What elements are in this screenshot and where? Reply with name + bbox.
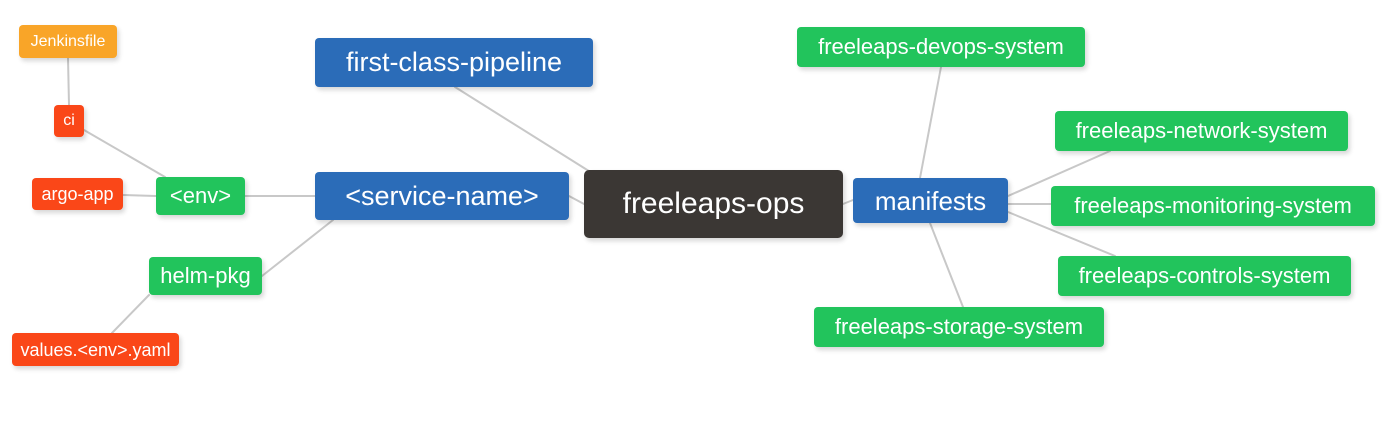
node-label: freeleaps-monitoring-system	[1074, 193, 1352, 218]
edge-manifests-to-freeleaps-storage-system	[929, 222, 964, 308]
node-label: Jenkinsfile	[30, 32, 106, 50]
edge-service-name-to-first-class-pipeline	[454, 86, 601, 179]
node-values-yaml[interactable]: values.<env>.yaml	[12, 333, 179, 366]
node-env[interactable]: <env>	[156, 177, 245, 215]
node-label: argo-app	[41, 184, 114, 204]
edge-manifests-to-freeleaps-devops-system	[919, 66, 942, 179]
edge-root-to-service-name	[568, 195, 585, 205]
edge-root-to-manifests	[842, 199, 854, 205]
node-label: helm-pkg	[160, 263, 251, 288]
node-jenkinsfile[interactable]: Jenkinsfile	[19, 25, 117, 58]
node-first-class-pipeline[interactable]: first-class-pipeline	[315, 38, 593, 87]
node-label: manifests	[874, 185, 987, 216]
edge-service-name-to-helm-pkg	[261, 219, 334, 277]
node-label: freeleaps-ops	[622, 187, 805, 220]
node-label: <env>	[169, 183, 232, 208]
edge-env-to-ci	[83, 129, 166, 178]
node-freeleaps-storage-system[interactable]: freeleaps-storage-system	[814, 307, 1104, 347]
node-helm-pkg[interactable]: helm-pkg	[149, 257, 262, 295]
edge-env-to-argo-app	[122, 194, 157, 197]
node-label: values.<env>.yaml	[20, 339, 171, 360]
node-label: <service-name>	[345, 180, 539, 211]
node-freeleaps-monitoring-system[interactable]: freeleaps-monitoring-system	[1051, 186, 1375, 226]
node-label: freeleaps-network-system	[1075, 118, 1328, 143]
edge-ci-to-jenkinsfile	[67, 57, 70, 106]
node-label: freeleaps-storage-system	[834, 314, 1084, 339]
node-argo-app[interactable]: argo-app	[32, 178, 123, 210]
edge-helm-pkg-to-values-yaml	[111, 294, 150, 334]
node-label: freeleaps-controls-system	[1078, 263, 1331, 288]
node-label: first-class-pipeline	[345, 47, 563, 77]
node-root[interactable]: freeleaps-ops	[584, 170, 843, 238]
node-label: ci	[63, 112, 75, 129]
node-freeleaps-devops-system[interactable]: freeleaps-devops-system	[797, 27, 1085, 67]
node-freeleaps-controls-system[interactable]: freeleaps-controls-system	[1058, 256, 1351, 296]
node-service-name[interactable]: <service-name>	[315, 172, 569, 220]
node-freeleaps-network-system[interactable]: freeleaps-network-system	[1055, 111, 1348, 151]
node-ci[interactable]: ci	[54, 105, 84, 137]
node-manifests[interactable]: manifests	[853, 178, 1008, 223]
node-label: freeleaps-devops-system	[818, 34, 1064, 59]
